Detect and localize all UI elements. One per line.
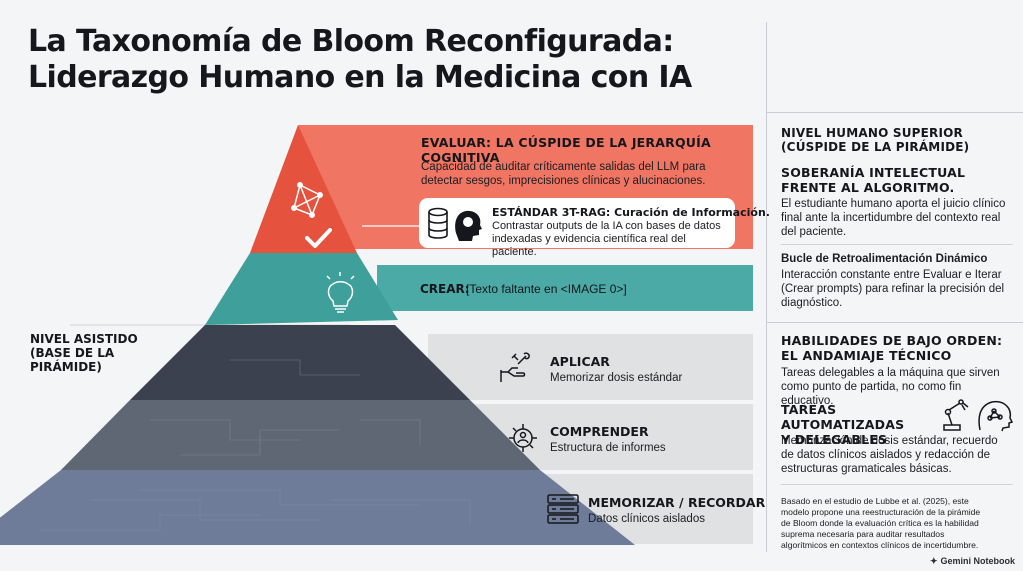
nivel-superior-line-2: (CÚSPIDE DE LA PIRÁMIDE) [781, 140, 970, 154]
bajo-orden-line-2: EL ANDAMIAJE TÉCNICO [781, 348, 952, 363]
bajo-orden-line-1: HABILIDADES DE BAJO ORDEN: [781, 333, 1003, 348]
aplicar-description: Memorizar dosis estándar [550, 372, 683, 384]
title-line-1: La Taxonomía de Bloom Reconfigurada: [28, 24, 674, 59]
robot-arm-icon [943, 399, 969, 431]
brand-text: Gemini Notebook [940, 556, 1015, 566]
checkmark-icon [305, 228, 332, 248]
crear-title: CREAR: [420, 282, 470, 296]
top-divider [766, 112, 1023, 113]
memorizar-title: MEMORIZAR / RECORDAR [588, 495, 766, 510]
pyramid-level-comprender [61, 400, 540, 470]
lightbulb-icon [326, 272, 355, 313]
server-list-icon [547, 494, 579, 524]
sparkle-icon: ✦ [929, 556, 938, 566]
right-separator-2 [766, 322, 1023, 323]
bucle-description: Interacción constante entre Evaluar e It… [781, 269, 1005, 309]
automatizadas-line-2: Y DELEGABLES [781, 432, 888, 447]
page-title: La Taxonomía de Bloom Reconfigurada: Lid… [28, 24, 748, 96]
pyramid-level-evaluar [250, 125, 357, 253]
evaluar-title: EVALUAR: LA CÚSPIDE DE LA JERARQUÍA COGN… [421, 135, 711, 165]
right-separator-3 [781, 484, 1013, 485]
pyramid-level-crear [205, 253, 398, 325]
structure-icon [509, 424, 537, 452]
pyramid-level-aplicar [130, 325, 470, 400]
standard-icons [428, 207, 482, 241]
memorizar-description: Datos clínicos aislados [588, 513, 705, 525]
comprender-title: COMPRENDER [550, 424, 649, 439]
automatizadas-description: Memorización de dosis estándar, recuerdo… [781, 435, 998, 475]
crear-band [377, 265, 753, 311]
bajo-orden-description: Tareas delegables a la máquina que sirve… [781, 367, 1000, 407]
automatizadas-line-1: TAREAS AUTOMATIZADAS [781, 402, 905, 432]
right-separator-1 [781, 244, 1013, 245]
nivel-asistido-line-3: PIRÁMIDE) [30, 360, 102, 374]
network-icon [291, 182, 323, 218]
database-icon [428, 207, 448, 239]
circuit-texture [40, 359, 471, 531]
title-line-2: Liderazgo Humano en la Medicina con IA [28, 60, 692, 95]
nivel-asistido-label: NIVEL ASISTIDO (BASE DE LA PIRÁMIDE) [30, 332, 160, 374]
soberania-description: El estudiante humano aporta el juicio cl… [781, 198, 1006, 238]
nivel-superior-line-1: NIVEL HUMANO SUPERIOR [781, 126, 963, 140]
crear-description: [Texto faltante en <IMAGE 0>] [466, 282, 627, 296]
nivel-asistido-line-2: (BASE DE LA [30, 346, 115, 360]
bajo-orden-heading: HABILIDADES DE BAJO ORDEN: EL ANDAMIAJE … [781, 333, 1013, 363]
column-divider [766, 22, 767, 552]
soberania-line-1: SOBERANÍA INTELECTUAL [781, 165, 966, 180]
comprender-description: Estructura de informes [550, 442, 666, 454]
bucle-title: Bucle de Retroalimentación Dinámico [781, 253, 988, 265]
ai-head-icon [978, 400, 1014, 432]
aplicar-title: APLICAR [550, 354, 610, 369]
nivel-asistido-line-1: NIVEL ASISTIDO [30, 332, 138, 346]
human-head-icon [455, 210, 482, 241]
soberania-heading: SOBERANÍA INTELECTUAL FRENTE AL ALGORITM… [781, 165, 1011, 195]
soberania-line-2: FRENTE AL ALGORITMO. [781, 180, 955, 195]
source-note: Basado en el estudio de Lubbe et al. (20… [781, 496, 981, 550]
evaluar-description: Capacidad de auditar críticamente salida… [421, 161, 706, 187]
automatizadas-heading: TAREAS AUTOMATIZADAS Y DELEGABLES [781, 402, 951, 447]
nivel-superior-heading: NIVEL HUMANO SUPERIOR (CÚSPIDE DE LA PIR… [781, 126, 1011, 154]
brand-label: ✦Gemini Notebook [930, 556, 1015, 567]
standard-title: ESTÁNDAR 3T-RAG: Curación de Información… [492, 206, 770, 219]
automation-icons [943, 399, 1014, 432]
aplicar-band [428, 334, 753, 400]
pyramid-level-memorizar [0, 470, 635, 545]
wrench-hand-icon [500, 352, 530, 382]
standard-description: Contrastar outputs de la IA con bases de… [492, 220, 721, 258]
